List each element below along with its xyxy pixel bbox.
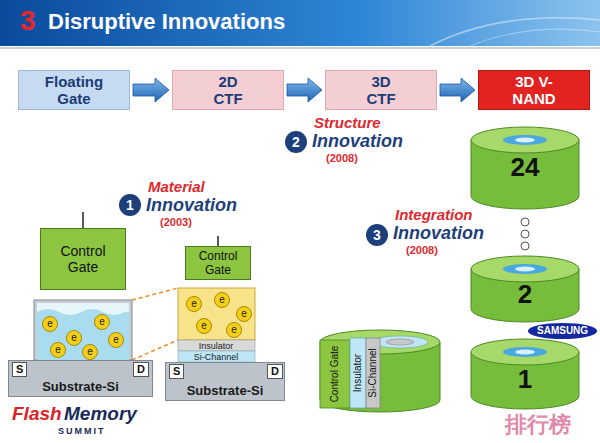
terminal-label: D [267,364,283,379]
stack-dot [521,242,529,250]
year-label: (2003) [160,216,192,229]
stack-dot [521,230,529,238]
band-swoosh [430,18,600,46]
floating-gate-space [37,303,129,360]
box-label: 1 [518,364,532,395]
callout-number: 1 [119,194,141,216]
box-label: 24 [511,152,540,183]
process-box: 2D CTF [172,70,284,110]
layer-label: Si-Channel [367,348,379,397]
cylinder-top [471,339,579,365]
electron: e [42,316,58,332]
band-swoosh [470,29,600,46]
innovation-word: Innovation [312,131,403,152]
box-label: Substrate-Si [187,383,264,398]
process-box: 3D V-NAND [478,70,590,110]
cylinder-hole [503,347,547,357]
layer-cylinder: 2 [470,255,580,323]
electron: e [94,314,110,330]
terminal-label: D [133,362,149,377]
section-number: 3 [20,5,36,37]
electron: e [82,344,98,360]
cylinder-hole [503,135,547,145]
zoom-line [132,288,178,300]
box-label: 2 [518,279,532,310]
layer-label: Insulator [199,340,234,350]
electron: e [50,342,66,358]
cut-gate-face [320,340,350,408]
electron: e [236,306,252,322]
stack-dot [521,218,529,226]
logo-text: SUMMIT [58,426,106,436]
flow-arrow [440,78,475,102]
electron: e [214,292,230,308]
flow-arrow [287,78,322,102]
floating-gate-wall [34,300,132,360]
box-label: 2D CTF [208,73,248,107]
logo-text: SAMSUNG [528,323,597,339]
electron: e [196,318,212,334]
zoom-line [132,340,178,360]
logo-text: Flash [12,403,62,425]
band-rule [0,47,600,49]
electron: e [186,296,202,312]
cut-insulator-face [350,338,366,408]
cylinder-top [471,256,579,282]
process-box: Floating Gate [18,70,130,110]
substrate-block: Substrate-Si [8,360,153,397]
innovation-kind: Structure [314,114,381,131]
layer-cylinder: 1 [470,338,580,410]
year-label: (2008) [406,244,438,257]
callout-number: 2 [285,131,307,153]
layer-label: Insulator [352,354,364,392]
floating-gate-charge [37,309,129,360]
box-label: Control Gate [191,249,245,277]
control-gate-box: Control Gate [185,246,251,280]
flow-arrow [133,78,169,102]
cylinder-core [515,138,535,143]
box-label: Substrate-Si [42,379,119,394]
cutaway-channel-ring [386,339,414,345]
layer-label: Control Gate [329,346,341,403]
process-box: 3D CTF [325,70,437,110]
year-label: (2008) [326,152,358,165]
title-band [0,0,600,46]
electron: e [66,330,82,346]
channel-strip [178,351,255,362]
title-text: Disruptive Innovations [48,9,285,35]
terminal-label: S [12,362,27,377]
electron: e [108,332,124,348]
innovation-kind: Material [148,178,205,195]
cylinder-core [515,267,535,272]
control-gate-box: Control Gate [40,228,126,290]
charge-trap-layer [178,288,255,340]
innovation-word: Innovation [146,195,237,216]
gate-wire [217,236,219,246]
box-label: Floating Gate [34,73,114,107]
box-label: 3D V-NAND [503,73,565,107]
box-label: Control Gate [48,243,118,275]
cylinder-core [515,350,535,355]
electron: e [226,322,242,338]
insulator-strip [178,340,255,351]
callout-number: 3 [366,224,388,246]
cylinder-top [471,127,579,153]
innovation-kind: Integration [395,206,473,223]
gate-wire [82,212,84,228]
terminal-label: S [169,364,184,379]
innovation-word: Innovation [393,223,484,244]
watermark: 排行榜 [505,412,571,437]
layer-cylinder: 24 [470,126,580,210]
cut-channel-face [366,338,380,408]
box-label: 3D CTF [361,73,401,107]
layer-label: Si-Channel [194,351,239,361]
cylinder-hole [503,264,547,274]
logo-text: Memory [64,403,137,425]
